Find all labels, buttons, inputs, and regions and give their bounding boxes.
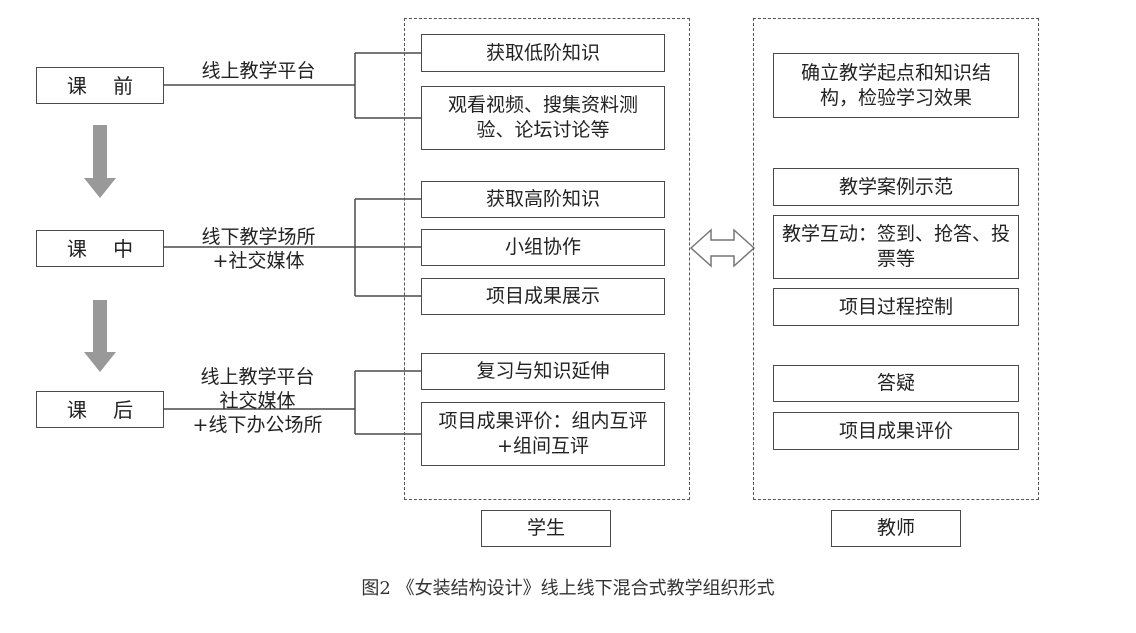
down-arrow-icon [84, 300, 116, 372]
down-arrow-icon [84, 125, 116, 198]
stage-box-in-class: 课 中 [36, 230, 164, 267]
student-activity: 获取低阶知识 [421, 34, 665, 72]
student-activity: 观看视频、搜集资料测验、论坛讨论等 [421, 86, 665, 150]
student-activity: 项目成果评价：组内互评+组间互评 [421, 402, 665, 466]
teacher-title: 教师 [831, 510, 961, 547]
student-activity: 小组协作 [421, 229, 665, 266]
teacher-activity: 答疑 [773, 365, 1019, 402]
teacher-activity: 确立教学起点和知识结构，检验学习效果 [773, 53, 1019, 118]
student-activity: 复习与知识延伸 [421, 353, 665, 390]
student-activity: 获取高阶知识 [421, 181, 665, 218]
figure-caption: 图2 《女装结构设计》线上线下混合式教学组织形式 [361, 578, 775, 599]
teacher-activity: 教学案例示范 [773, 168, 1019, 206]
stage-box-after-class: 课 后 [36, 391, 164, 428]
student-activity: 项目成果展示 [421, 278, 665, 315]
teacher-activity: 教学互动：签到、抢答、投票等 [773, 215, 1019, 279]
teacher-activity: 项目成果评价 [773, 412, 1019, 450]
teacher-activity: 项目过程控制 [773, 288, 1019, 326]
student-group [404, 18, 690, 500]
teacher-group [753, 18, 1039, 500]
double-arrow-icon [689, 228, 756, 268]
channel-label: 线上教学平台 社交媒体 +线下办公场所 [192, 366, 323, 436]
student-title: 学生 [481, 510, 611, 547]
channel-label: 线下教学场所 +社交媒体 [201, 226, 316, 272]
channel-label: 线上教学平台 [201, 60, 316, 82]
stage-box-before-class: 课 前 [36, 67, 164, 104]
